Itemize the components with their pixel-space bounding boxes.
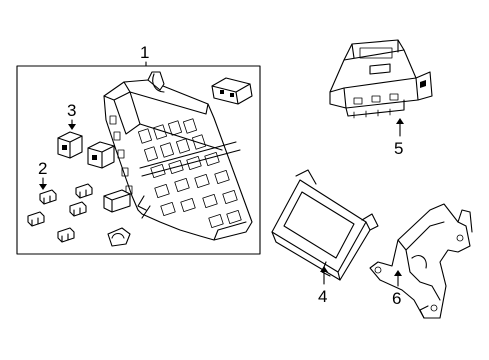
small-connectors <box>103 189 131 247</box>
callout-6-label: 6 <box>392 289 401 308</box>
relay-block <box>211 77 253 105</box>
callout-5-group: 5 <box>329 39 433 158</box>
relay-cube-a <box>57 131 83 159</box>
callout-3-label: 3 <box>67 101 76 120</box>
control-module-5 <box>329 39 433 119</box>
callout-5-label: 5 <box>394 139 403 158</box>
callout-4-label: 4 <box>318 287 327 306</box>
callout-2-label: 2 <box>38 159 47 178</box>
fuses <box>27 183 93 243</box>
callout-4-group: 4 <box>271 169 379 306</box>
callout-6-group: 6 <box>369 203 473 319</box>
callout-1-group: 1 <box>16 43 261 255</box>
fuse-relay-box <box>103 71 253 241</box>
callout-2-group: 2 <box>38 159 47 190</box>
relay-cube-b <box>87 141 115 169</box>
fuse-box-kit-frame <box>16 65 261 255</box>
control-module-4 <box>271 169 379 281</box>
mounting-bracket-6 <box>369 203 473 319</box>
callout-3-group: 3 <box>67 101 76 130</box>
callout-1-label: 1 <box>140 43 149 62</box>
